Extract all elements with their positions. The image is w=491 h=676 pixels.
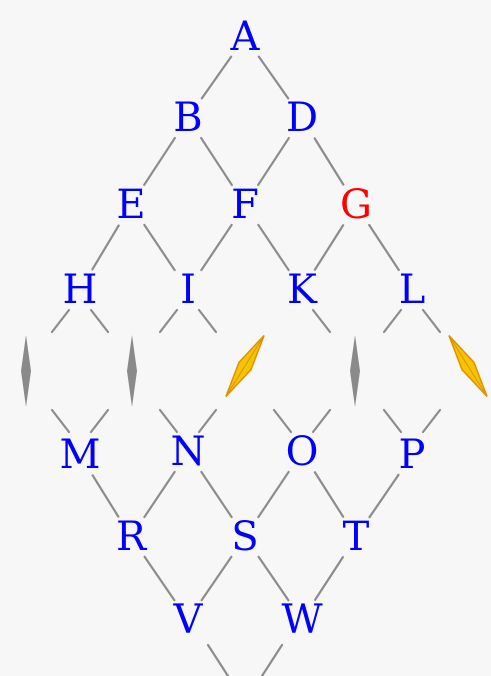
spindle-icon <box>21 335 31 407</box>
node-l: L <box>399 267 426 313</box>
node-h: H <box>63 267 98 313</box>
node-m: M <box>60 432 101 478</box>
edge-e-i <box>143 223 176 272</box>
node-d: D <box>286 95 318 141</box>
edge-o-t <box>313 471 345 518</box>
spindle-icon <box>127 335 137 407</box>
spindle-icon <box>350 335 360 407</box>
node-p: P <box>399 432 426 478</box>
edge-stub <box>158 408 179 434</box>
node-t: T <box>343 514 370 560</box>
edge-g-l <box>368 223 400 272</box>
edge-s-v <box>200 555 233 602</box>
edge-stub <box>206 643 230 676</box>
spindle-icon <box>448 334 488 398</box>
edge-s-w <box>257 555 290 602</box>
edge-r-v <box>143 555 176 602</box>
edge-stub <box>197 308 218 334</box>
edge-n-s <box>200 470 233 519</box>
node-i: I <box>180 267 196 313</box>
edge-stub <box>311 408 332 434</box>
node-o: O <box>286 429 319 475</box>
node-b: B <box>173 95 202 141</box>
edge-stub <box>89 408 110 434</box>
edge-b-e <box>143 136 176 187</box>
edge-stub <box>382 408 403 434</box>
edge-o-s <box>257 470 290 519</box>
edge-stub <box>272 408 293 434</box>
node-k: K <box>287 267 318 313</box>
edge-f-k <box>257 223 290 272</box>
edge-stub <box>197 408 218 434</box>
edge-f-i <box>200 223 233 272</box>
edge-e-h <box>91 224 120 271</box>
node-s: S <box>231 514 258 560</box>
edge-stub <box>421 308 442 334</box>
edge-stub <box>382 308 403 334</box>
node-r: R <box>116 514 148 560</box>
edge-stub <box>158 308 179 334</box>
edge-n-r <box>143 470 176 519</box>
edge-a-b <box>200 55 233 100</box>
edge-m-r <box>91 474 120 518</box>
node-v: V <box>173 597 204 643</box>
node-n: N <box>171 429 206 475</box>
edge-stub <box>311 308 332 334</box>
edge-a-d <box>257 55 290 100</box>
edge-stub <box>421 408 442 434</box>
edge-t-w <box>313 556 345 601</box>
node-g: G <box>340 182 372 228</box>
edges <box>91 55 400 602</box>
node-f: F <box>231 182 259 228</box>
edge-p-t <box>368 473 400 519</box>
node-e: E <box>116 182 145 228</box>
edge-d-f <box>257 136 290 187</box>
edge-d-g <box>313 137 345 186</box>
nodes: AB D E F G H I K L M N O P R S T V W <box>60 14 426 643</box>
edge-stub <box>50 408 71 434</box>
edge-stubs <box>50 308 442 676</box>
edge-b-f <box>200 136 233 187</box>
markers <box>21 334 488 407</box>
edge-g-k <box>313 224 345 271</box>
spindle-icon <box>225 334 265 398</box>
node-w: W <box>281 597 322 643</box>
edge-stub <box>260 643 284 676</box>
node-a: A <box>230 14 261 60</box>
edge-stub <box>50 308 71 334</box>
edge-stub <box>89 308 110 334</box>
